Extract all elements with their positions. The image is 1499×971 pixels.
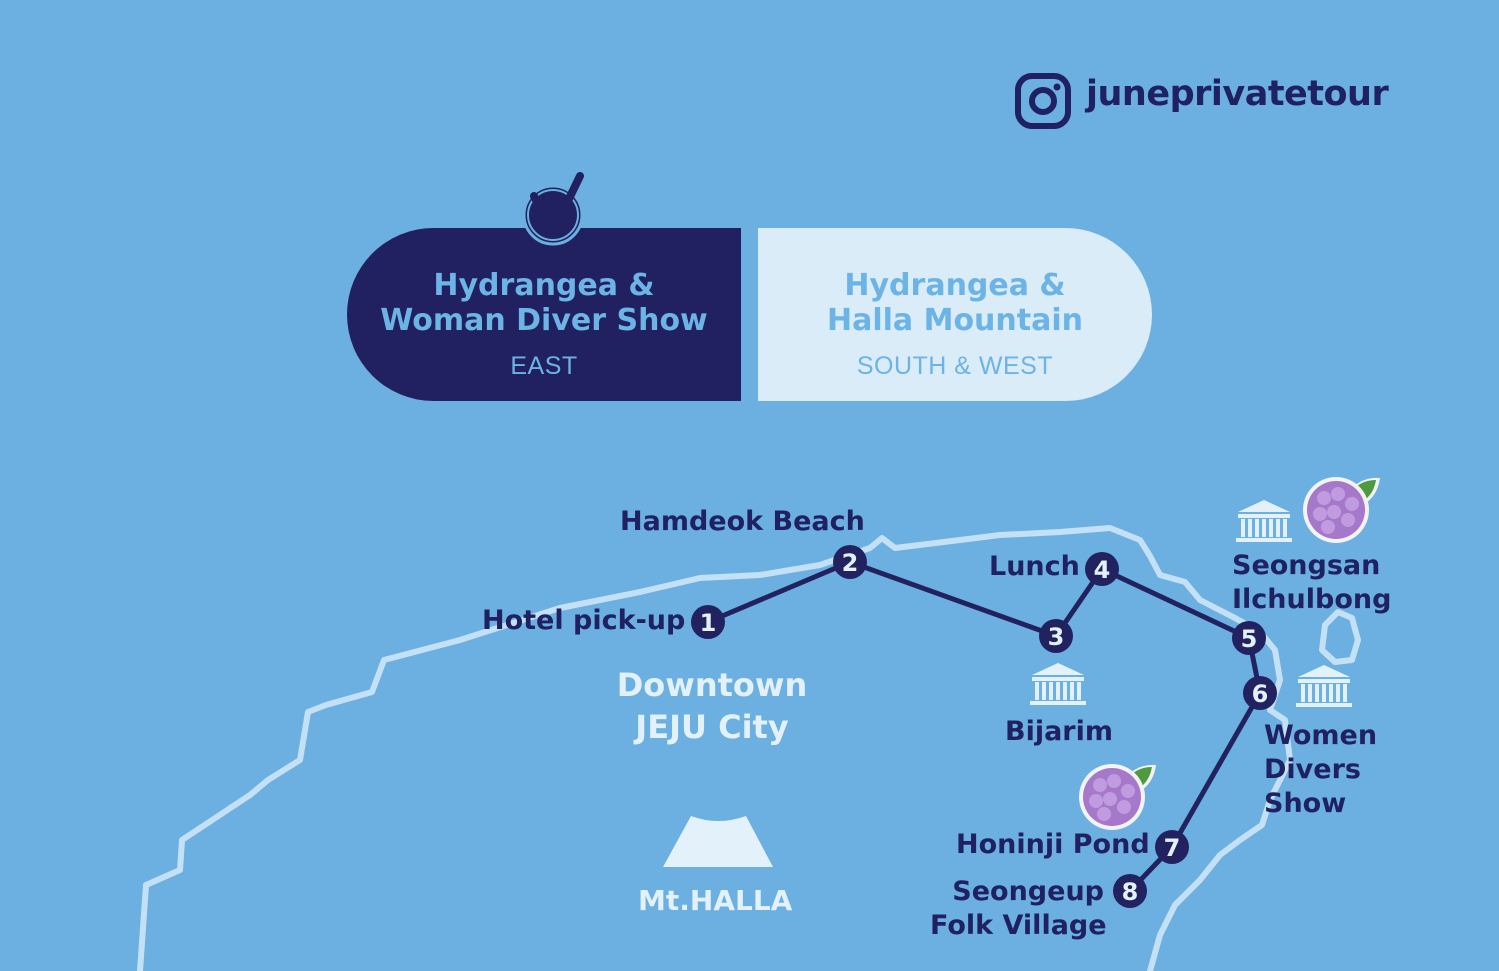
stop-marker-5[interactable]: 5 <box>1232 621 1266 655</box>
unesco-icon <box>1030 663 1086 705</box>
place-label-mt-halla: Mt.HALLA <box>638 884 793 917</box>
tab-east-title-line2: Woman Diver Show <box>380 303 708 338</box>
tab-east-tour[interactable]: Hydrangea & Woman Diver Show EAST <box>347 228 741 401</box>
mountain-icon <box>663 816 773 867</box>
svg-text:7: 7 <box>1164 834 1181 862</box>
instagram-handle[interactable]: juneprivatetour <box>1086 74 1389 114</box>
stop-label-bijarim: Bijarim <box>1005 716 1114 747</box>
tab-south-region: SOUTH & WEST <box>856 352 1054 380</box>
svg-text:4: 4 <box>1094 556 1111 584</box>
place-label-downtown-line2: JEJU City <box>635 708 789 746</box>
tab-south-title: Hydrangea & Halla Mountain <box>758 268 1152 338</box>
stop-label-honinji-pond: Honinji Pond <box>956 829 1150 860</box>
jeju-coastline <box>137 525 1293 971</box>
tab-south-west-tour[interactable]: Hydrangea & Halla Mountain SOUTH & WEST <box>758 228 1152 401</box>
svg-text:5: 5 <box>1241 625 1258 653</box>
tab-east-title-line1: Hydrangea & <box>433 268 655 303</box>
stop-marker-3[interactable]: 3 <box>1039 619 1073 653</box>
stop-label-women-divers: Women Divers Show <box>1264 719 1377 821</box>
unesco-icon <box>1236 500 1292 542</box>
tab-east-region: EAST <box>510 352 578 380</box>
svg-text:8: 8 <box>1122 878 1139 906</box>
unesco-icon <box>1296 665 1352 707</box>
tab-east-title: Hydrangea & Woman Diver Show <box>347 268 741 338</box>
svg-text:6: 6 <box>1252 680 1269 708</box>
svg-text:3: 3 <box>1048 623 1065 651</box>
instagram-icon[interactable] <box>1014 72 1072 130</box>
stop-label-seongeup-line1: Seongeup <box>952 876 1104 907</box>
stop-label-women-divers-line3: Show <box>1264 788 1347 819</box>
hydrangea-icon <box>1303 477 1380 543</box>
stop-label-seongsan: Seongsan Ilchulbong <box>1232 549 1391 617</box>
tab-south-title-line1: Hydrangea & <box>844 268 1066 303</box>
stop-label-seongeup: Seongeup Folk Village <box>930 875 1107 943</box>
stop-label-hotel-pickup: Hotel pick-up <box>482 605 686 636</box>
stop-label-women-divers-line2: Divers <box>1264 754 1361 785</box>
stop-marker-4[interactable]: 4 <box>1085 552 1119 586</box>
stop-marker-1[interactable]: 1 <box>691 605 725 639</box>
svg-text:1: 1 <box>700 609 717 637</box>
check-icon <box>522 172 584 246</box>
route-line <box>705 559 1263 894</box>
stop-marker-6[interactable]: 6 <box>1243 676 1277 710</box>
stop-label-hamdeok-beach: Hamdeok Beach <box>620 506 865 537</box>
tab-south-title-line2: Halla Mountain <box>826 303 1083 338</box>
stop-marker-7[interactable]: 7 <box>1155 830 1189 864</box>
svg-text:2: 2 <box>842 549 859 577</box>
stop-label-women-divers-line1: Women <box>1264 720 1378 751</box>
stop-label-lunch: Lunch <box>989 551 1080 582</box>
hydrangea-icon <box>1079 764 1156 830</box>
stop-label-seongeup-line2: Folk Village <box>930 910 1107 941</box>
stop-marker-8[interactable]: 8 <box>1113 874 1147 908</box>
stop-label-seongsan-line2: Ilchulbong <box>1232 584 1392 615</box>
stop-marker-2[interactable]: 2 <box>833 545 867 579</box>
stop-label-seongsan-line1: Seongsan <box>1232 550 1381 581</box>
place-label-downtown-line1: Downtown <box>616 666 808 704</box>
udo-island-outline <box>1319 609 1361 665</box>
place-label-downtown: Downtown JEJU City <box>600 664 824 748</box>
